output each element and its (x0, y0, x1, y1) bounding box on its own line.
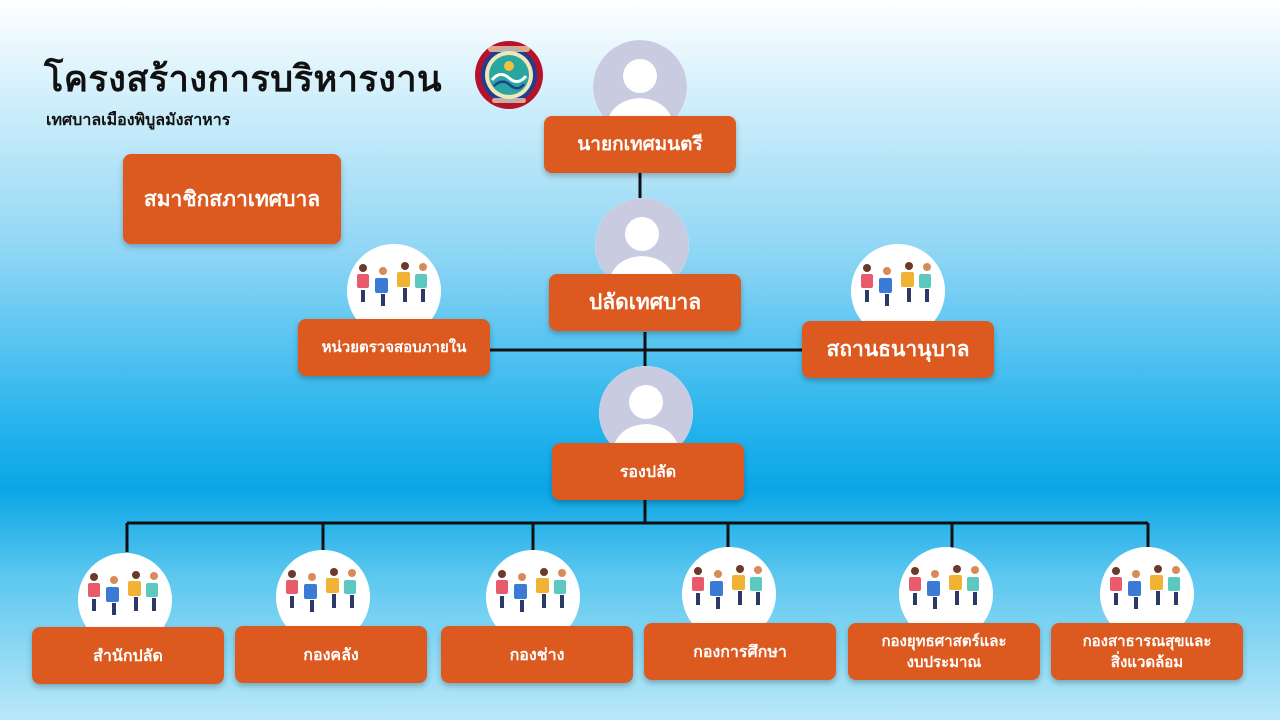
deputy-clerk-box: รองปลัด (552, 443, 744, 500)
council-label: สมาชิกสภาเทศบาล (143, 186, 321, 211)
council-box: สมาชิกสภาเทศบาล (123, 154, 341, 244)
page-title: โครงสร้างการบริหารงาน (44, 59, 443, 100)
audit-label: หน่วยตรวจสอบภายใน (321, 338, 467, 357)
page-subtitle: เทศบาลเมืองพิบูลมังสาหาร (46, 110, 231, 129)
division-box: กองการศึกษา (644, 623, 836, 680)
nursery-label: สถานธนานุบาล (826, 337, 970, 362)
division-label: สำนักปลัด (93, 645, 163, 665)
deputy-clerk-label: รองปลัด (619, 461, 677, 481)
division-box: กองยุทธศาสตร์และ งบประมาณ (848, 623, 1040, 680)
nursery-box: สถานธนานุบาล (802, 321, 994, 378)
mayor-label: นายกเทศมนตรี (577, 132, 703, 155)
mayor-box: นายกเทศมนตรี (544, 116, 736, 173)
division-label: กองช่าง (509, 644, 565, 664)
division-box: กองสาธารณสุขและ สิ่งแวดล้อม (1051, 623, 1243, 680)
municipality-seal-icon (475, 41, 543, 109)
division-label: กองการศึกษา (693, 641, 787, 661)
division-label: กองคลัง (303, 644, 359, 664)
division-label: กองยุทธศาสตร์และ งบประมาณ (881, 632, 1007, 671)
audit-box: หน่วยตรวจสอบภายใน (298, 319, 490, 376)
division-box: กองคลัง (235, 626, 427, 683)
clerk-label: ปลัดเทศบาล (588, 290, 702, 315)
division-box: กองช่าง (441, 626, 633, 683)
division-label: กองสาธารณสุขและ สิ่งแวดล้อม (1082, 632, 1212, 671)
division-box: สำนักปลัด (32, 627, 224, 684)
clerk-box: ปลัดเทศบาล (549, 274, 741, 331)
